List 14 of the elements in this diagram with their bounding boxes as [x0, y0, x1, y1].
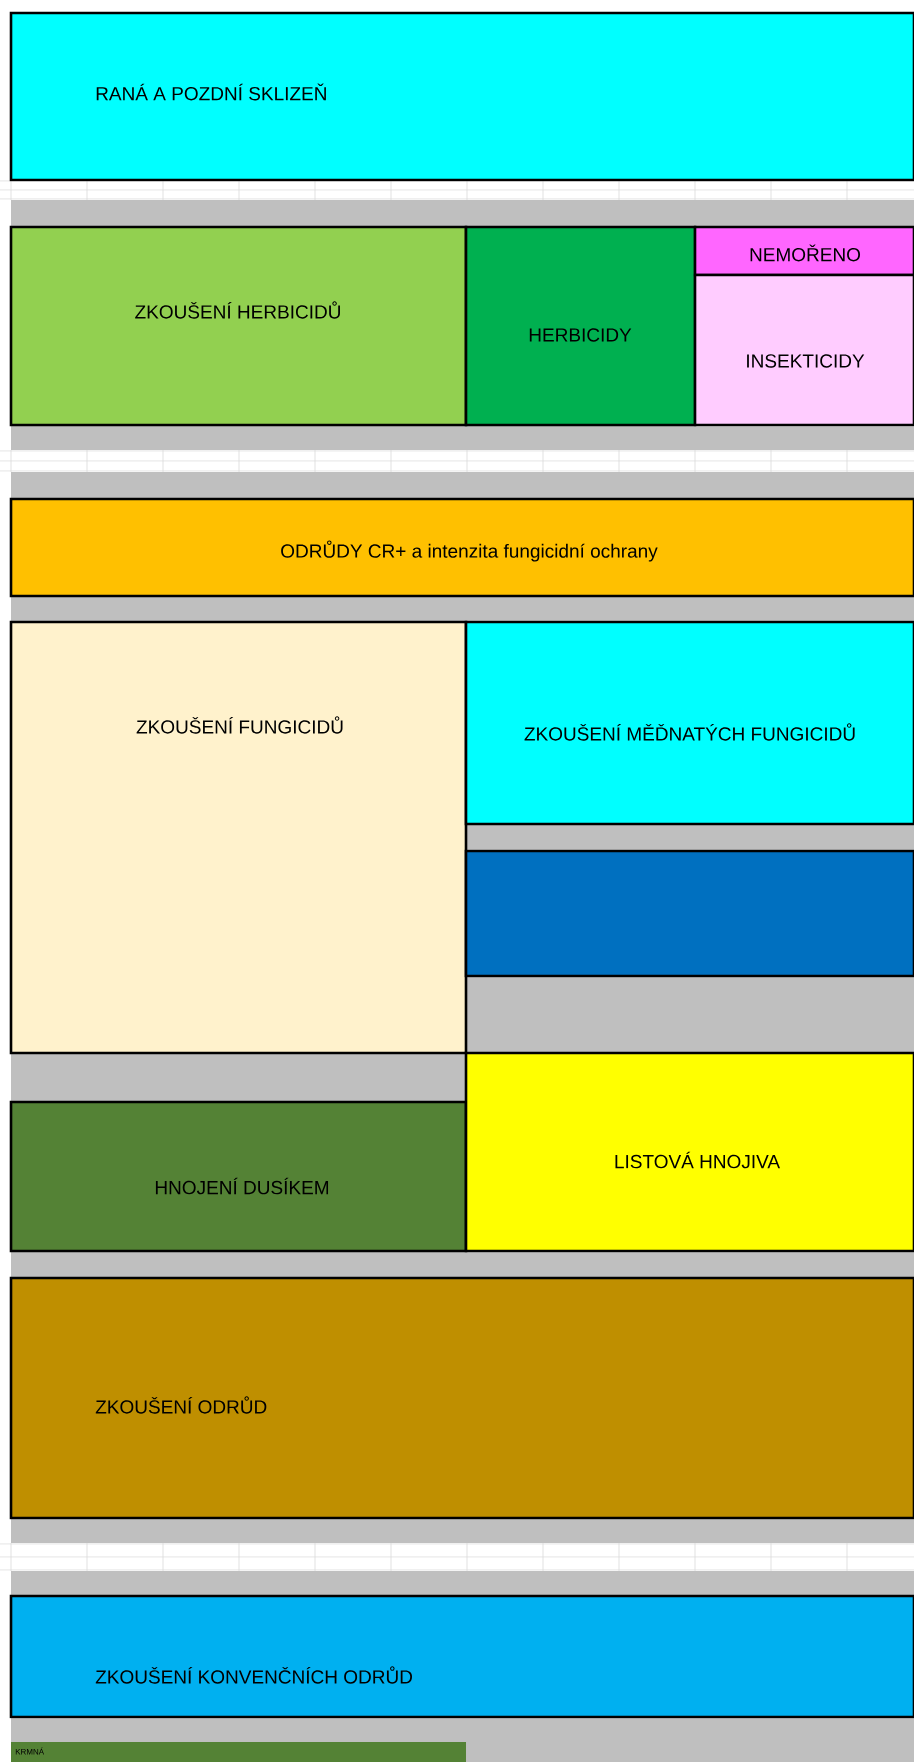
label-box: KRMNÁ	[11, 1742, 466, 1762]
label-box: LISTOVÁ HNOJIVA	[464, 1051, 914, 1253]
empty-box	[464, 849, 914, 978]
label-box: ZKOUŠENÍ KONVENČNÍCH ODRŮD	[9, 1594, 914, 1719]
label-box: ZKOUŠENÍ MĚĎNATÝCH FUNGICIDŮ	[464, 620, 914, 826]
label-box: ODRŮDY CR+ a intenzita fungicidní ochrany	[9, 497, 914, 598]
label-box: ZKOUŠENÍ FUNGICIDŮ	[9, 620, 468, 1055]
label-box: INSEKTICIDY	[693, 273, 914, 427]
label-box: ZKOUŠENÍ HERBICIDŮ	[9, 225, 468, 427]
label-box: RANÁ A POZDNÍ SKLIZEŇ	[9, 11, 914, 182]
label-box: HERBICIDY	[464, 225, 697, 427]
label-box: HNOJENÍ DUSÍKEM	[9, 1100, 468, 1253]
label-box: ZKOUŠENÍ ODRŮD	[9, 1276, 914, 1520]
label-box: NEMOŘENO	[693, 225, 914, 277]
